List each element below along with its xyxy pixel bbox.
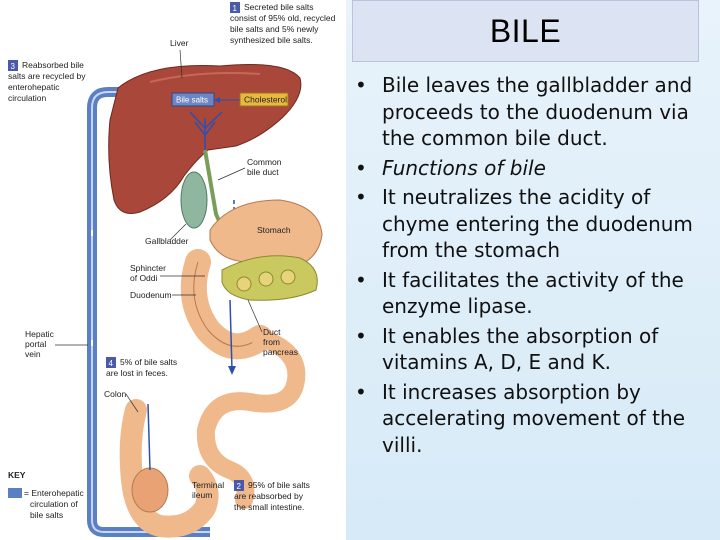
label-terminal-ileum-2: ileum	[192, 490, 212, 500]
label-common-bile-duct-2: bile duct	[247, 167, 279, 177]
bullet-item: • It increases absorption by accelerating…	[352, 379, 714, 459]
bullet-item: • It facilitates the activity of the enzy…	[352, 267, 714, 320]
step2-line-3: the small intestine.	[234, 502, 304, 512]
step1-line-1: Secreted bile salts	[244, 2, 313, 12]
stomach-shape	[209, 199, 323, 269]
step2-number: 2	[237, 482, 242, 491]
label-sphincter-1: Sphincter	[130, 263, 166, 273]
bullet-item: • It enables the absorption of vitamins A…	[352, 323, 714, 376]
bullet-marker: •	[355, 267, 367, 292]
step1-line-3: bile salts and 5% newly	[230, 24, 319, 34]
label-common-bile-duct-1: Common	[247, 157, 282, 167]
step3-number: 3	[11, 62, 16, 71]
step4-line-1: 5% of bile salts	[120, 357, 177, 367]
label-duct-pancreas-2: from	[263, 337, 280, 347]
bullet-marker: •	[355, 185, 367, 209]
key-line-3: bile salts	[30, 510, 63, 520]
colon-shape	[119, 399, 219, 538]
bullet-marker: •	[355, 379, 367, 404]
key-line-1: = Enterohepatic	[24, 488, 85, 498]
text-panel	[346, 0, 720, 540]
bullet-marker: •	[355, 323, 367, 348]
step4-badge	[106, 357, 116, 368]
label-duct-pancreas-1: Duct	[263, 327, 281, 337]
label-duct-pancreas-3: pancreas	[263, 347, 298, 357]
diagram-panel: 1 Secreted bile salts consist of 95% old…	[0, 0, 346, 540]
label-gallbladder: Gallbladder	[145, 236, 189, 246]
label-sphincter-2: of Oddi	[130, 273, 158, 283]
step2-line-2: are reabsorbed by	[234, 491, 304, 501]
step3-line-3: enterohepatic	[8, 82, 60, 92]
bullet-text: It facilitates the activity of the enzym…	[382, 267, 684, 319]
bullet-text: It enables the absorption of vitamins A,…	[382, 323, 659, 375]
label-hepatic-portal-vein-2: portal	[25, 339, 46, 349]
title-box: BILE	[352, 0, 699, 62]
step2-line-1: 95% of bile salts	[248, 480, 310, 490]
bullet-marker: •	[355, 155, 367, 180]
step2-badge	[234, 480, 244, 491]
key-swatch	[8, 488, 22, 498]
label-hepatic-portal-vein-1: Hepatic	[25, 329, 55, 339]
key-line-2: circulation of	[30, 499, 78, 509]
bullet-text: It neutralizes the acidity of chyme ente…	[382, 185, 693, 262]
step3-line-2: salts are recycled by	[8, 71, 86, 81]
step1-line-2: consist of 95% old, recycled	[230, 13, 336, 23]
bile-circulation-diagram: 1 Secreted bile salts consist of 95% old…	[8, 2, 336, 538]
label-bile-salts: Bile salts	[176, 96, 208, 105]
gallbladder-shape	[180, 171, 208, 229]
slide-title: BILE	[489, 12, 562, 49]
bullet-text: Functions of bile	[382, 155, 546, 180]
bullet-list: • Bile leaves the gallbladder and proceed…	[352, 72, 714, 461]
label-stomach: Stomach	[257, 225, 291, 235]
label-cholesterol: Cholesterol	[244, 95, 287, 105]
step3-line-4: circulation	[8, 93, 47, 103]
bullet-item: • Bile leaves the gallbladder and proceed…	[352, 72, 714, 152]
step1-number: 1	[233, 4, 238, 13]
key-title: KEY	[8, 470, 26, 480]
label-liver: Liver	[170, 38, 189, 48]
bullet-text: It increases absorption by accelerating …	[382, 379, 685, 457]
step3-badge	[8, 60, 18, 71]
step4-line-2: are lost in feces.	[106, 368, 168, 378]
bullet-item: • Functions of bile	[352, 155, 714, 182]
bullet-item: • It neutralizes the acidity of chyme ent…	[352, 184, 714, 264]
small-intestine-shape	[196, 329, 306, 509]
label-duodenum: Duodenum	[130, 290, 172, 300]
step4-number: 4	[109, 359, 114, 368]
step1-badge	[230, 2, 240, 13]
bullet-marker: •	[355, 73, 367, 97]
label-hepatic-portal-vein-3: vein	[25, 349, 41, 359]
label-colon: Colon	[104, 389, 126, 399]
bullet-text: Bile leaves the gallbladder and proceeds…	[382, 73, 693, 150]
step3-line-1: Reabsorbed bile	[22, 60, 84, 70]
label-terminal-ileum-1: Terminal	[192, 480, 224, 490]
step1-line-4: synthesized bile salts.	[230, 35, 313, 45]
